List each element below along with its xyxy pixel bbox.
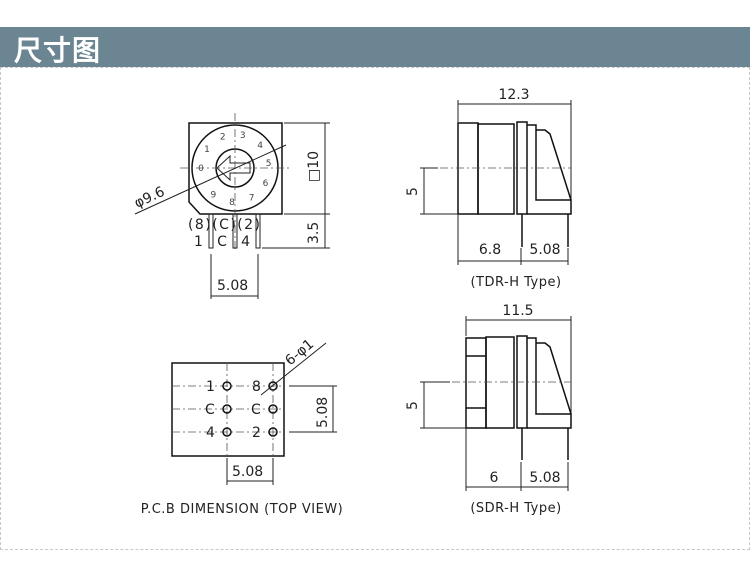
hole-leader: [260, 342, 327, 396]
dial-number: 9: [211, 190, 217, 200]
dial-number: 7: [249, 194, 255, 204]
section-title: 尺寸图: [14, 34, 102, 67]
pin-pitch-dimension: 5.08: [217, 278, 248, 294]
pcb-outline: [171, 362, 285, 457]
dial-number: 0: [198, 164, 204, 174]
dial-number: 8: [229, 198, 235, 208]
hole-label: 2: [252, 425, 261, 441]
hole-label: 4: [206, 425, 215, 441]
square-dimension: □10: [306, 151, 322, 182]
dial-number: 5: [266, 159, 272, 169]
hole-label: 1: [206, 379, 215, 395]
sdr-side-view: 11.5 5 6 5.08 (SDR-H Type): [405, 303, 572, 516]
pin: [232, 213, 238, 249]
hole-label: C: [251, 402, 261, 418]
sdr-length: 11.5: [502, 303, 533, 319]
sdr-pitch: 5.08: [529, 470, 560, 486]
vertical-pitch: 5.08: [315, 397, 331, 428]
sdr-body-length: 6: [490, 470, 499, 486]
tdr-pitch: 5.08: [529, 242, 560, 258]
pcb-holes: [222, 381, 278, 437]
tdr-body-length: 6.8: [479, 242, 501, 258]
pin-height-dimension: 3.5: [306, 222, 322, 244]
dial-number: 1: [204, 145, 210, 155]
tdr-length: 12.3: [498, 87, 529, 103]
dial-number: 3: [240, 131, 246, 141]
horizontal-pitch: 5.08: [232, 464, 263, 480]
tdr-caption: (TDR-H Type): [470, 275, 561, 290]
tdr-side-view: 12.3 5 6.8 5.08 (TDR-H Type): [405, 87, 572, 290]
pin-labels-top: (8)(C)(2): [188, 217, 260, 233]
diameter-leader: [134, 144, 287, 215]
pcb-caption: P.C.B DIMENSION (TOP VIEW): [141, 502, 343, 517]
pin: [255, 213, 261, 249]
tdr-height: 5: [405, 187, 421, 196]
dial-number: 2: [220, 132, 226, 142]
hole-label: 8: [252, 379, 261, 395]
section-header: 尺寸图: [0, 27, 750, 67]
sdr-caption: (SDR-H Type): [470, 501, 561, 516]
pin-labels-bottom: 1 C 4: [194, 234, 250, 250]
pin: [208, 213, 214, 249]
dial-number: 4: [257, 141, 263, 151]
pcb-view: 1 C 4 8 C 2 6-φ1 5.08 5.08 P.C.B DIMENSI…: [141, 336, 343, 517]
dial-number: 6: [263, 179, 269, 189]
sdr-height: 5: [405, 401, 421, 410]
hole-label: C: [205, 402, 215, 418]
